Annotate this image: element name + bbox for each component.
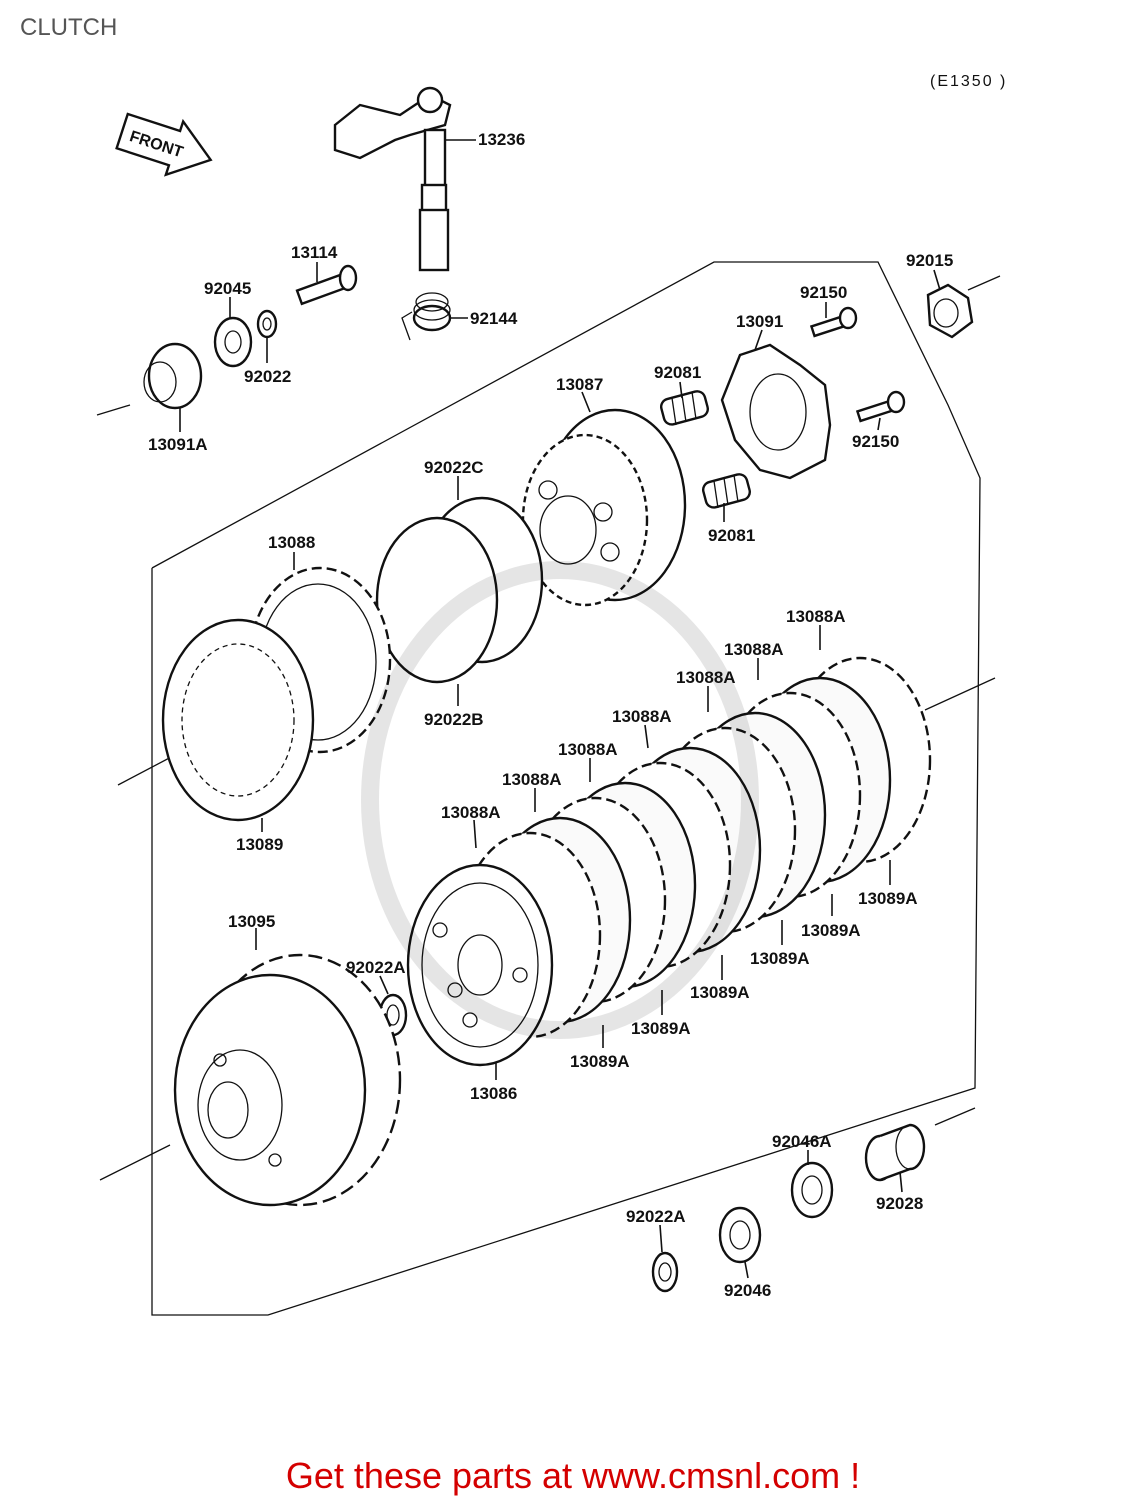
label-92028: 92028 — [876, 1194, 923, 1213]
leader-lines — [179, 139, 941, 1279]
label-13088A-4: 13088A — [612, 707, 672, 726]
part-92150-bolt-lower — [855, 390, 906, 423]
part-92046-needle-bearing — [718, 1206, 762, 1264]
part-92081-spring-upper — [659, 390, 709, 426]
part-92150-bolt-upper — [809, 306, 858, 338]
part-13236-release-shaft — [333, 86, 452, 272]
part-13114-pin — [295, 264, 358, 306]
part-92022A-washer-lower — [651, 1251, 679, 1293]
part-13086-pressure-plate — [406, 863, 554, 1067]
diagram-code: (E1350 ) — [930, 73, 1007, 90]
label-13095: 13095 — [228, 912, 275, 931]
label-13091: 13091 — [736, 312, 783, 331]
label-92022A-lower: 92022A — [626, 1207, 686, 1226]
part-13091A-cap — [143, 342, 203, 410]
front-arrow-icon: FRONT — [115, 112, 213, 177]
plate-stack — [458, 656, 932, 1039]
label-92022A-upper: 92022A — [346, 958, 406, 977]
label-13088A-7: 13088A — [441, 803, 501, 822]
label-13236: 13236 — [478, 130, 525, 149]
label-92022: 92022 — [244, 367, 291, 386]
part-92081-spring-lower — [701, 473, 751, 509]
label-92081-lower: 92081 — [708, 526, 755, 545]
part-13091-plate — [720, 343, 832, 480]
label-92022B: 92022B — [424, 710, 484, 729]
label-13088A-3: 13088A — [676, 668, 736, 687]
label-13089A-1: 13089A — [858, 889, 918, 908]
part-92046A-needle-bearing — [790, 1161, 834, 1219]
label-13088: 13088 — [268, 533, 315, 552]
part-92144-spring — [401, 292, 452, 341]
watermark-logo — [361, 561, 759, 1039]
page-title: CLUTCH — [20, 14, 118, 41]
label-13089: 13089 — [236, 835, 283, 854]
label-13089A-5: 13089A — [631, 1019, 691, 1038]
label-13091A: 13091A — [148, 435, 208, 454]
label-13089A-2: 13089A — [801, 921, 861, 940]
part-92015-nut — [926, 283, 974, 339]
label-92015: 92015 — [906, 251, 953, 270]
label-92045: 92045 — [204, 279, 251, 298]
label-13088A-1: 13088A — [786, 607, 846, 626]
label-13088A-6: 13088A — [502, 770, 562, 789]
axis-lines — [96, 275, 1001, 1181]
label-92022C: 92022C — [424, 458, 484, 477]
part-92022B-ring — [375, 516, 499, 684]
assembly-boundary — [151, 261, 981, 1316]
label-13114: 13114 — [291, 243, 338, 262]
label-92046: 92046 — [724, 1281, 771, 1300]
part-13089-steel-plate — [161, 618, 315, 822]
label-92046A: 92046A — [772, 1132, 832, 1151]
label-13088A-2: 13088A — [724, 640, 784, 659]
part-92022-washer — [256, 309, 278, 339]
label-13086: 13086 — [470, 1084, 517, 1103]
part-92045-bearing — [213, 316, 253, 368]
label-13087: 13087 — [556, 375, 603, 394]
label-13089A-3: 13089A — [750, 949, 810, 968]
label-92150-lower: 92150 — [852, 432, 899, 451]
label-13089A-6: 13089A — [570, 1052, 630, 1071]
label-13088A-5: 13088A — [558, 740, 618, 759]
footer-link[interactable]: Get these parts at www.cmsnl.com ! — [285, 1455, 861, 1496]
label-92150-upper: 92150 — [800, 283, 847, 302]
part-92028-sleeve — [864, 1123, 926, 1182]
label-92081-upper: 92081 — [654, 363, 701, 382]
part-13087-clutch-hub — [521, 408, 687, 607]
label-92144: 92144 — [470, 309, 518, 328]
label-13089A-4: 13089A — [690, 983, 750, 1002]
part-13095-clutch-housing — [173, 953, 402, 1207]
